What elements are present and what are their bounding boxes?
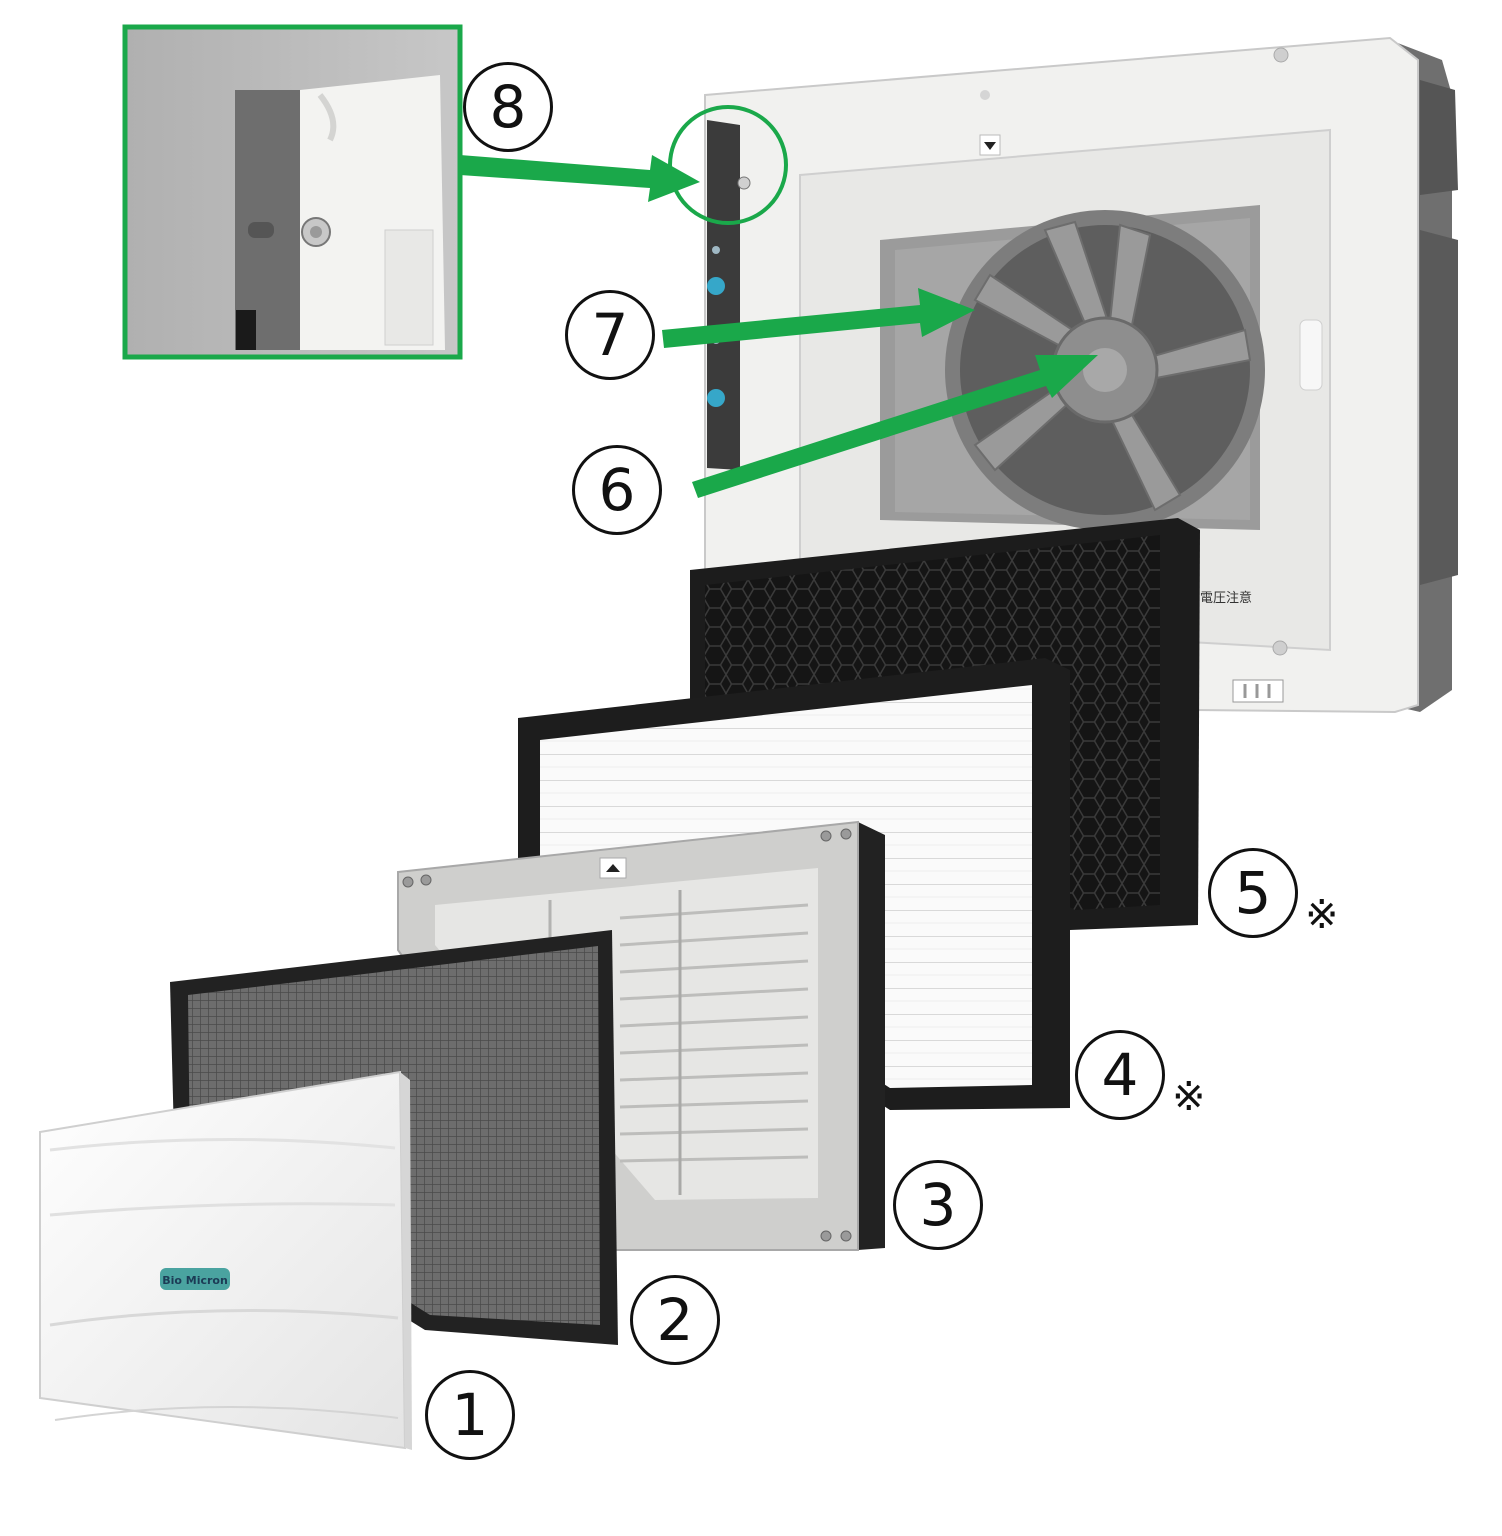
callout-1: 1 — [425, 1370, 515, 1460]
cover-logo: Bio Micron — [162, 1274, 228, 1287]
warning-label: 電圧注意 — [1200, 590, 1252, 606]
front-cover: Bio Micron — [39, 1070, 412, 1450]
callout-8: 8 — [463, 62, 553, 152]
control-buttons — [707, 246, 725, 407]
fan — [945, 210, 1265, 530]
callout-4: 4 — [1075, 1030, 1165, 1120]
callout-4-note-mark: ※ — [1172, 1074, 1206, 1120]
detail-inset — [122, 24, 463, 360]
callout-6: 6 — [572, 445, 662, 535]
callout-2: 2 — [630, 1275, 720, 1365]
callout-3: 3 — [893, 1160, 983, 1250]
callout-arrows — [460, 155, 1098, 498]
callout-5-note-mark: ※ — [1305, 892, 1339, 938]
callout-5: 5 — [1208, 848, 1298, 938]
callout-7: 7 — [565, 290, 655, 380]
highlight-circle — [668, 105, 788, 225]
